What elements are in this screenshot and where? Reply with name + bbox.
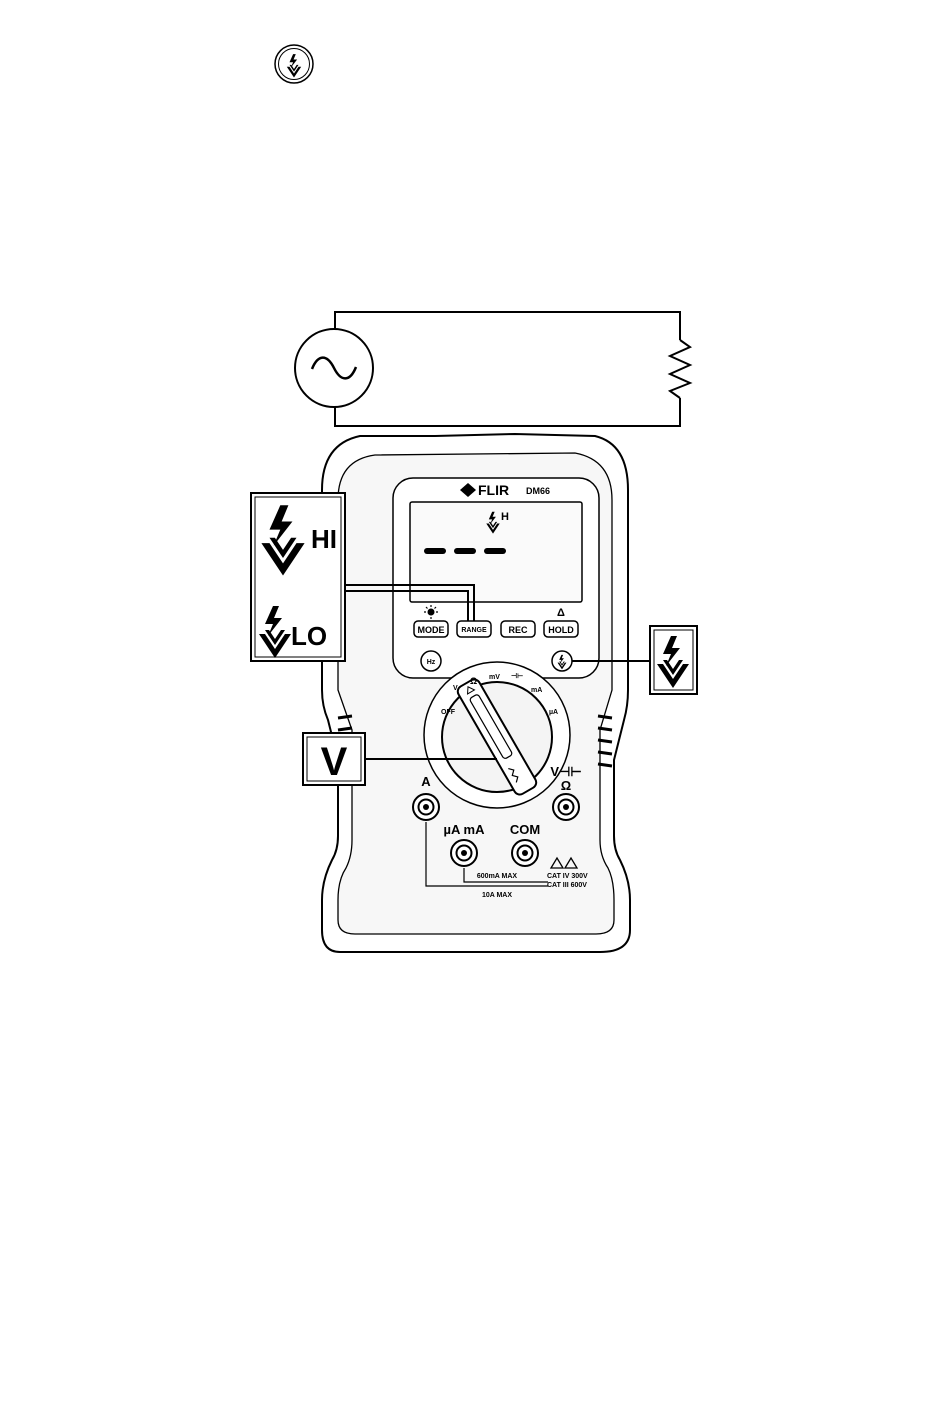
model-number: DM66 — [526, 486, 550, 496]
hold-button[interactable]: HOLD — [544, 621, 578, 637]
voltage-detect-button[interactable] — [552, 651, 572, 671]
port-a-jack[interactable] — [413, 794, 439, 820]
v-label: V — [321, 740, 348, 784]
dial-v-label: V — [453, 685, 458, 692]
dial-ua-label: µA — [549, 709, 558, 716]
range-button[interactable]: RANGE — [457, 621, 491, 637]
resistor-symbol — [670, 340, 690, 398]
port-a-label: A — [421, 774, 431, 789]
svg-text:MODE: MODE — [418, 625, 445, 635]
dial-off-label: OFF — [441, 709, 456, 716]
port-ua-ma-jack[interactable] — [451, 840, 477, 866]
hz-button[interactable]: Hz — [421, 651, 441, 671]
mode-button[interactable]: MODE — [414, 621, 448, 637]
svg-text:REC: REC — [508, 625, 528, 635]
ac-source-symbol — [295, 329, 373, 407]
port-ohm-label: Ω — [561, 778, 571, 793]
dial-ohm-label: Ω — [470, 676, 477, 686]
hi-label: HI — [311, 524, 337, 554]
dial-ma-label: mA — [531, 687, 542, 694]
dial-capacitance-label: ⊣⊢ — [511, 672, 523, 680]
brand-name: FLIR — [478, 482, 509, 498]
brand-logo: FLIR — [460, 482, 509, 498]
port-ua-ma-label: µA mA — [444, 822, 486, 837]
cat-iv-rating: CAT IV 300V — [547, 873, 588, 880]
relative-delta-icon: Δ — [557, 607, 565, 619]
svg-text:HOLD: HOLD — [548, 625, 574, 635]
lcd-indicator-h: H — [501, 511, 509, 523]
rotary-dial[interactable] — [424, 662, 570, 808]
port-v-label: V⊣⊢ — [550, 764, 581, 779]
cat-iii-rating: CAT III 600V — [547, 882, 587, 889]
lo-label: LO — [291, 621, 327, 651]
dial-mv-label: mV — [489, 674, 500, 681]
port-v-ohm-jack[interactable] — [553, 794, 579, 820]
rec-button[interactable]: REC — [501, 621, 535, 637]
voltage-detect-icon — [275, 45, 313, 83]
svg-text:RANGE: RANGE — [461, 627, 487, 634]
test-circuit — [335, 312, 690, 426]
fuse-a-rating: 10A MAX — [482, 892, 512, 899]
lcd-reading-dashes — [424, 548, 506, 554]
port-com-label: COM — [510, 822, 540, 837]
svg-text:Hz: Hz — [427, 659, 436, 666]
port-com-jack[interactable] — [512, 840, 538, 866]
fuse-ma-rating: 600mA MAX — [477, 873, 518, 880]
